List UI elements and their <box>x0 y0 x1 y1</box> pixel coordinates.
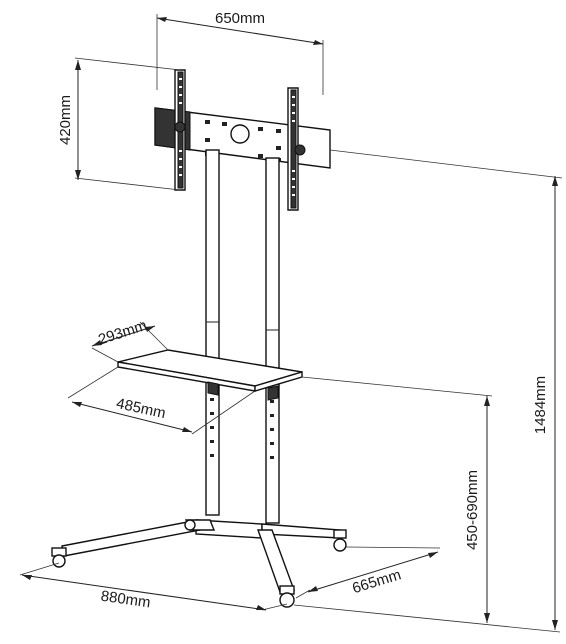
dim-total-height: 1484mm <box>293 149 563 633</box>
shelf <box>117 349 303 401</box>
label-293mm: 293mm <box>96 317 149 349</box>
front-leg <box>257 529 295 593</box>
dim-width: 650mm <box>156 10 324 95</box>
base-frame <box>51 519 347 608</box>
caster-back <box>184 519 196 531</box>
left-pole <box>205 149 220 516</box>
plate-center-hole <box>230 124 250 144</box>
left-leg <box>61 519 201 557</box>
label-485mm: 485mm <box>115 395 167 422</box>
caster-right <box>333 529 347 552</box>
dim-shelf-height: 450-690mm <box>301 376 493 623</box>
caster-front <box>279 585 295 608</box>
label-450-690mm: 450-690mm <box>464 470 481 550</box>
right-pole <box>265 157 280 524</box>
label-1484mm: 1484mm <box>532 376 549 434</box>
dim-mount-height: 420mm <box>57 57 181 191</box>
support-poles <box>205 149 280 524</box>
label-880mm: 880mm <box>100 588 152 612</box>
dim-base-depth: 665mm <box>295 546 441 599</box>
label-650mm: 650mm <box>215 10 265 27</box>
vesa-mount <box>154 69 331 211</box>
dim-base-width: 880mm <box>19 562 288 612</box>
label-420mm: 420mm <box>57 95 74 145</box>
